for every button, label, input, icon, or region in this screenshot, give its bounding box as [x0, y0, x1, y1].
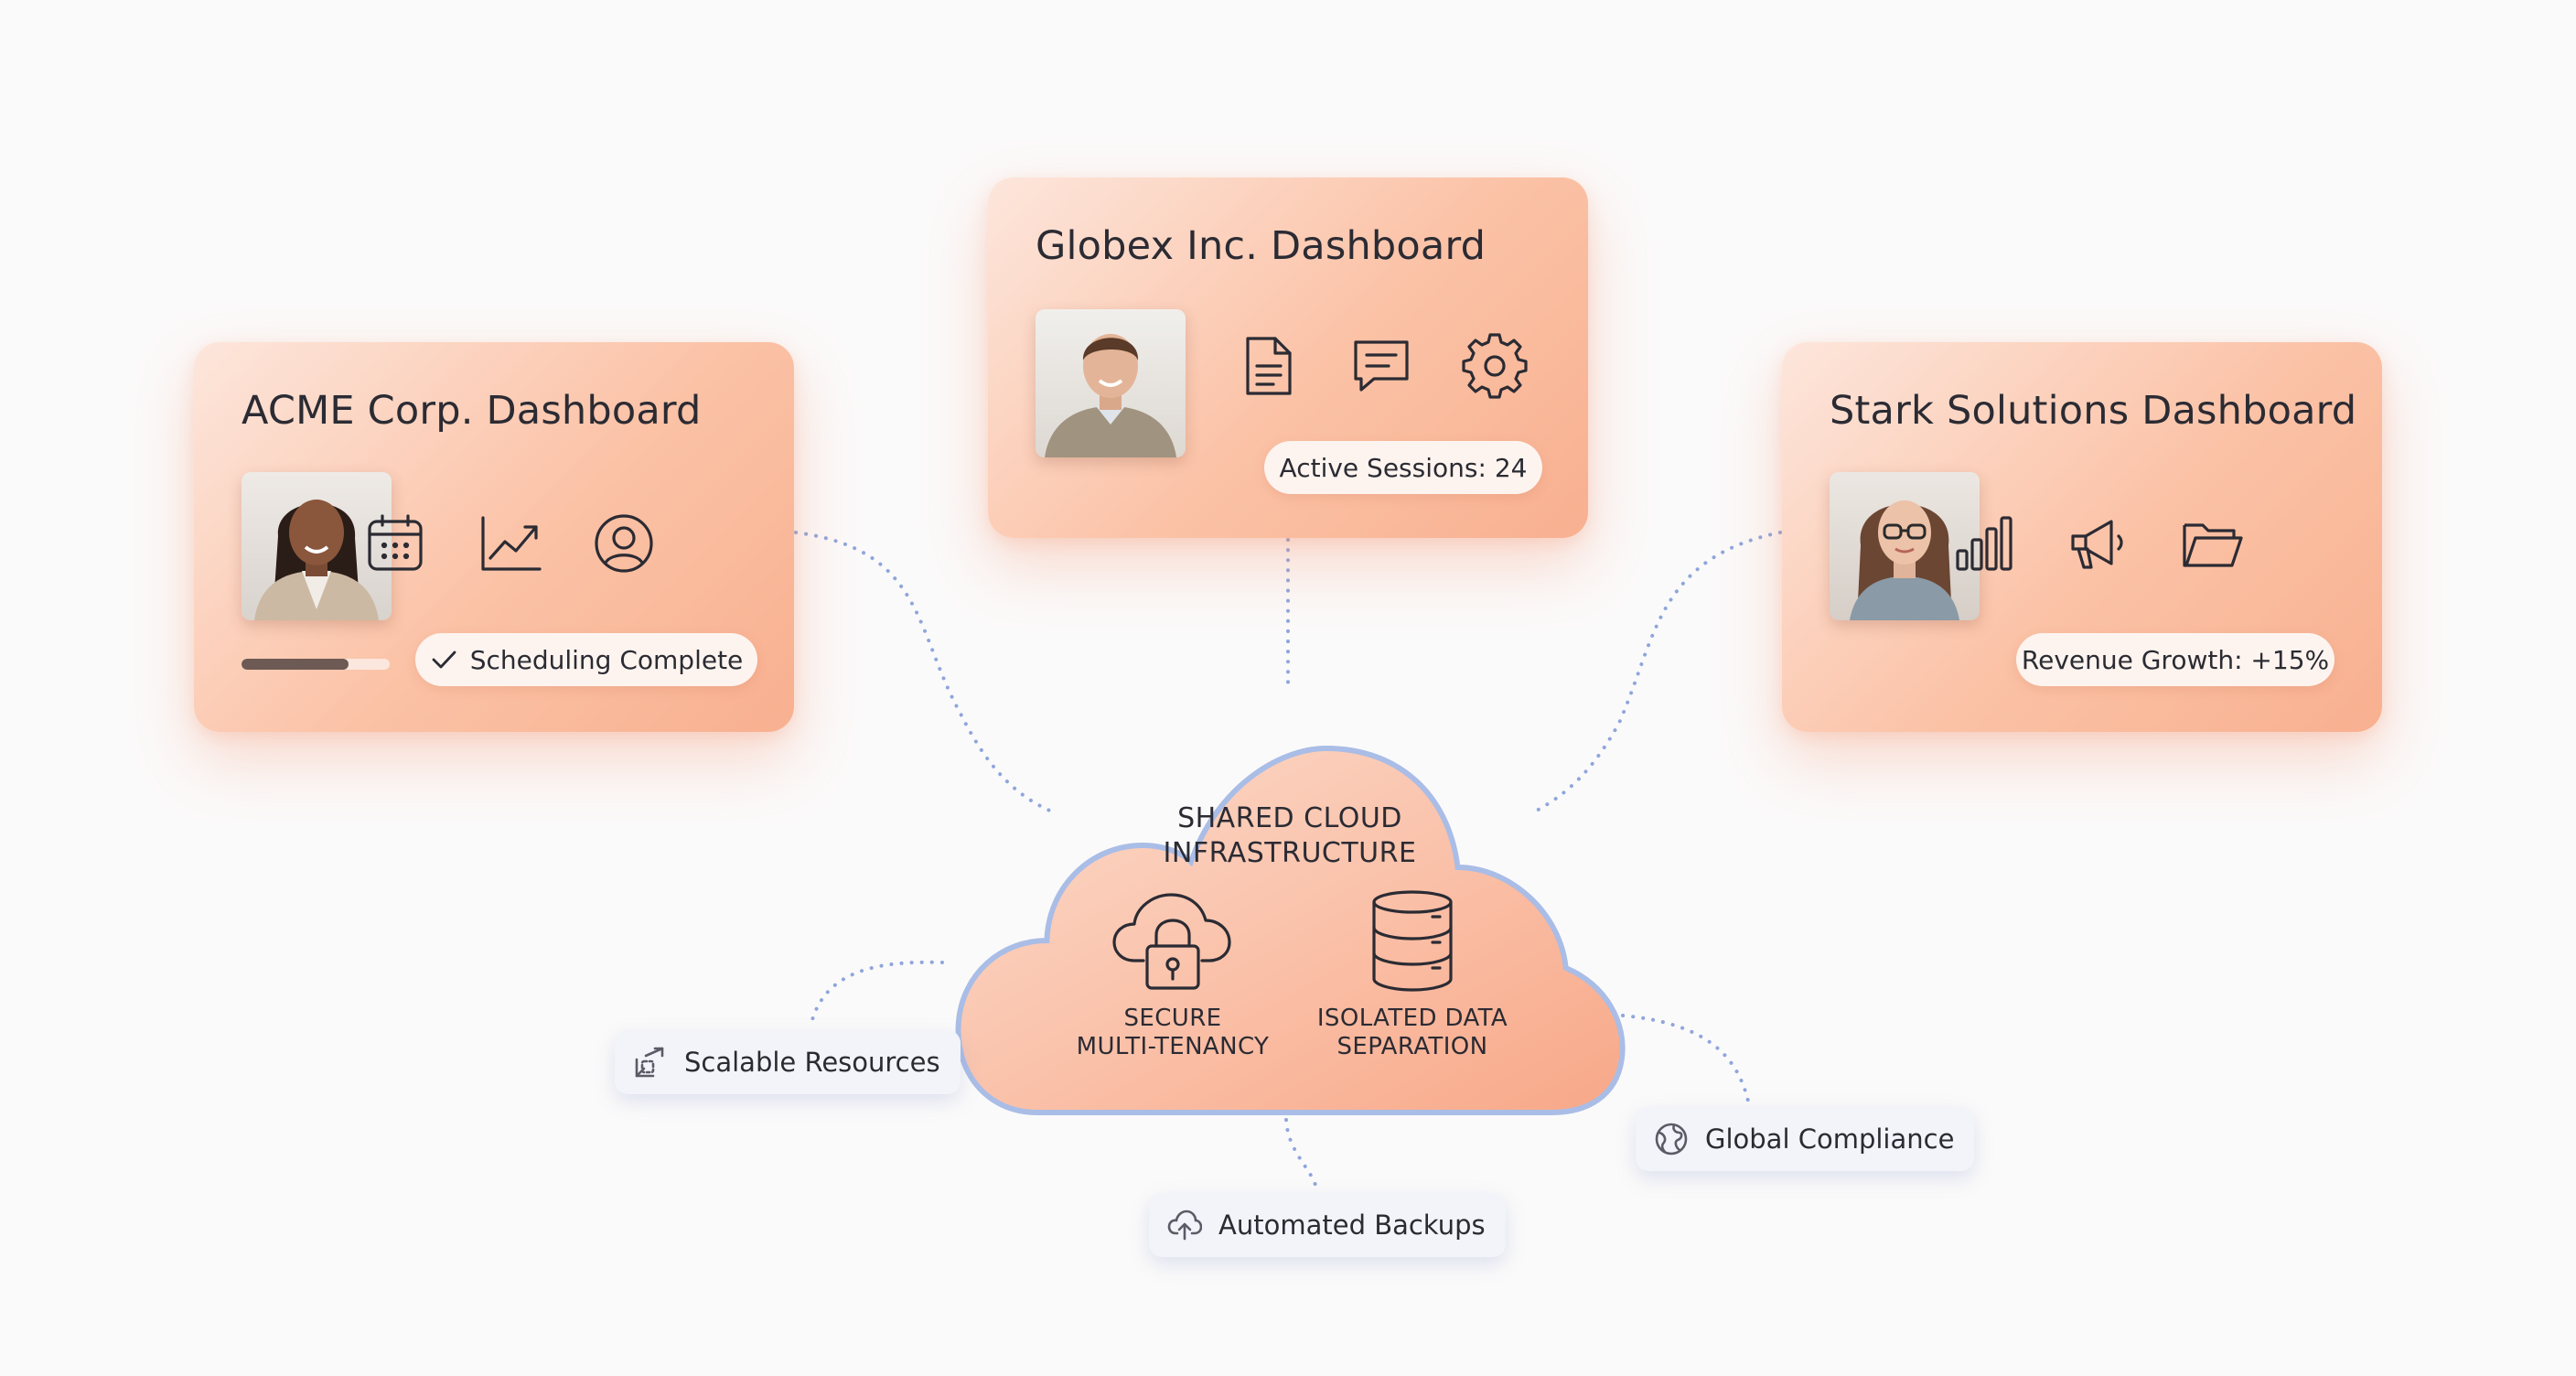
- card-title: Stark Solutions Dashboard: [1830, 388, 2357, 434]
- avatar: [1830, 472, 1980, 620]
- cloud-title: SHARED CLOUD INFRASTRUCTURE: [1079, 801, 1500, 871]
- status-pill: Revenue Growth: +15%: [2016, 633, 2334, 686]
- document-icon[interactable]: [1235, 333, 1301, 399]
- megaphone-icon[interactable]: [2066, 511, 2131, 576]
- tag-label: Global Compliance: [1705, 1123, 1955, 1155]
- trend-chart-icon[interactable]: [478, 511, 543, 576]
- folder-icon[interactable]: [2179, 511, 2245, 576]
- scale-arrow-icon: [633, 1045, 668, 1080]
- cloud-title-line2: INFRASTRUCTURE: [1163, 837, 1417, 869]
- feature-line2: MULTI-TENANCY: [1076, 1033, 1270, 1060]
- status-pill: Active Sessions: 24: [1264, 441, 1542, 494]
- connector-stark: [1531, 531, 1782, 814]
- progress-bar: [242, 659, 390, 670]
- calendar-icon[interactable]: [362, 511, 428, 576]
- connector-acme: [794, 531, 1056, 814]
- database-icon: [1368, 889, 1456, 992]
- isolated-data-label: ISOLATED DATA SEPARATION: [1303, 1005, 1522, 1061]
- cloud-upload-icon: [1167, 1208, 1202, 1242]
- status-text: Revenue Growth: +15%: [2021, 644, 2330, 675]
- connector-backups: [1284, 1118, 1319, 1195]
- bar-chart-icon[interactable]: [1950, 511, 2016, 576]
- status-pill: Scheduling Complete: [415, 633, 757, 686]
- shared-cloud-shape: [955, 745, 1626, 1115]
- globex-dashboard-card[interactable]: Globex Inc. Dashboard Active Sessions: 2…: [988, 177, 1588, 538]
- check-icon: [432, 650, 456, 669]
- card-title: ACME Corp. Dashboard: [242, 388, 702, 434]
- stark-dashboard-card[interactable]: Stark Solutions Dashboard Revenue Growth…: [1782, 342, 2382, 732]
- scalable-resources-tag[interactable]: Scalable Resources: [615, 1030, 961, 1094]
- status-text: Active Sessions: 24: [1279, 452, 1528, 483]
- secure-multitenancy-label: SECURE MULTI-TENANCY: [1063, 1005, 1283, 1061]
- tag-label: Automated Backups: [1218, 1209, 1486, 1241]
- avatar: [242, 472, 392, 620]
- acme-dashboard-card[interactable]: ACME Corp. Dashboard Schedulin: [194, 342, 794, 732]
- globe-icon: [1654, 1122, 1689, 1156]
- tag-label: Scalable Resources: [684, 1047, 940, 1078]
- chat-icon[interactable]: [1348, 333, 1414, 399]
- feature-line1: ISOLATED DATA: [1316, 1005, 1508, 1032]
- cloud-title-line1: SHARED CLOUD: [1177, 802, 1402, 834]
- user-profile-icon[interactable]: [591, 511, 657, 576]
- status-text: Scheduling Complete: [469, 644, 744, 675]
- avatar: [1036, 309, 1186, 457]
- connector-scalable: [809, 960, 944, 1028]
- global-compliance-tag[interactable]: Global Compliance: [1636, 1107, 1975, 1171]
- feature-line1: SECURE: [1123, 1005, 1222, 1032]
- cloud-lock-icon: [1112, 889, 1233, 992]
- card-title: Globex Inc. Dashboard: [1036, 223, 1487, 269]
- settings-gear-icon[interactable]: [1462, 333, 1528, 399]
- feature-line2: SEPARATION: [1336, 1033, 1488, 1060]
- automated-backups-tag[interactable]: Automated Backups: [1149, 1193, 1506, 1257]
- connector-compliance: [1621, 1014, 1751, 1107]
